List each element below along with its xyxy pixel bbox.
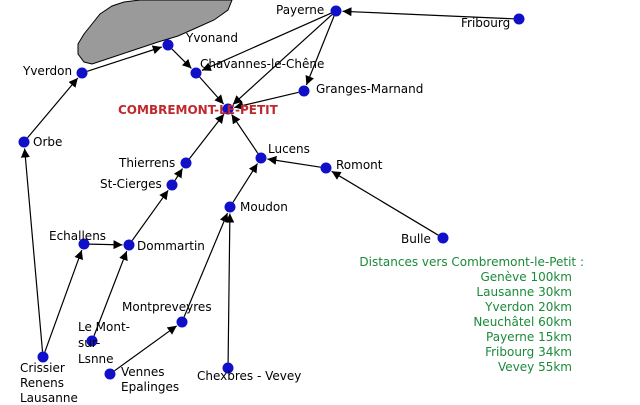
center-label-combremont: COMBREMONT-LE-PETIT xyxy=(118,103,279,117)
route-lucens-to-combremont xyxy=(231,114,259,154)
place-label-lucens: Lucens xyxy=(268,142,310,156)
place-label-chavannes: Chavannes-le-Chêne xyxy=(200,57,324,71)
town-node-yvonand xyxy=(162,39,174,51)
town-node-fribourg xyxy=(513,13,525,25)
distance-legend: Distances vers Combremont-le-Petit : Gen… xyxy=(359,255,584,374)
route-montpreveyres-to-moudon xyxy=(183,212,229,318)
town-node-dommartin xyxy=(123,239,135,251)
route-chexbres-to-moudon xyxy=(225,213,235,363)
place-label-chexbres: Chexbres - Vevey xyxy=(197,369,301,383)
place-label-lemont-line-1: Le Mont- xyxy=(78,320,130,334)
town-node-orbe xyxy=(18,136,30,148)
routes-layer xyxy=(20,7,514,372)
route-payerne-to-combremont xyxy=(232,14,333,106)
place-label-payerne: Payerne xyxy=(276,3,324,17)
town-node-vennes xyxy=(104,368,116,380)
place-label-dommartin: Dommartin xyxy=(137,239,205,253)
legend-item-payerne: Payerne 15km xyxy=(486,330,572,344)
place-label-yverdon: Yverdon xyxy=(22,64,72,78)
place-label-echallens: Echallens xyxy=(49,229,106,243)
place-label-romont: Romont xyxy=(336,158,383,172)
route-echallens-to-dommartin xyxy=(89,240,123,250)
legend-item-vevey: Vevey 55km xyxy=(498,360,572,374)
route-romont-to-lucens xyxy=(267,155,321,168)
town-node-montpreveyres xyxy=(176,316,188,328)
route-vennes-to-montpreveyres xyxy=(114,325,178,372)
place-label-stcierges: St-Cierges xyxy=(100,177,162,191)
town-node-romont xyxy=(320,162,332,174)
place-label-vennes-line-2: Epalinges xyxy=(121,380,179,394)
place-label-bulle: Bulle xyxy=(401,232,431,246)
town-node-thierrens xyxy=(180,157,192,169)
route-yvonand-to-chavannes xyxy=(171,48,192,69)
route-lemont-to-dommartin xyxy=(93,250,128,337)
legend-item-neuchatel: Neuchâtel 60km xyxy=(473,315,572,329)
route-dommartin-to-stcierges xyxy=(131,189,169,241)
route-bulle-to-romont xyxy=(331,170,439,236)
place-label-crissier: Crissier Renens Lausanne xyxy=(20,361,78,405)
town-node-moudon xyxy=(224,201,236,213)
route-payerne-to-chavannes xyxy=(201,12,332,71)
route-crissier-to-orbe xyxy=(20,148,44,352)
town-node-lemont xyxy=(86,335,98,347)
lake-shape xyxy=(77,0,233,65)
route-orbe-to-yverdon xyxy=(27,77,79,139)
place-label-lemont: Le Mont- sur- Lsnne xyxy=(78,320,134,366)
route-yverdon-to-yvonand xyxy=(87,45,162,72)
place-label-lemont-line-3: Lsnne xyxy=(78,352,114,366)
town-node-lucens xyxy=(255,152,267,164)
route-fribourg-to-payerne xyxy=(342,7,514,20)
route-crissier-to-echallens xyxy=(44,249,83,353)
place-label-thierrens: Thierrens xyxy=(118,156,175,170)
town-node-chavannes xyxy=(190,67,202,79)
legend-item-geneve: Genève 100km xyxy=(480,270,572,284)
legend-item-lausanne: Lausanne 30km xyxy=(476,285,572,299)
route-chavannes-to-combremont xyxy=(199,76,225,105)
town-node-crissier xyxy=(37,351,49,363)
town-node-stcierges xyxy=(166,179,178,191)
place-label-fribourg: Fribourg xyxy=(461,16,510,30)
legend-item-fribourg: Fribourg 34km xyxy=(485,345,572,359)
legend-item-yverdon: Yverdon 20km xyxy=(484,300,572,314)
town-node-echallens xyxy=(78,238,90,250)
legend-title: Distances vers Combremont-le-Petit : xyxy=(359,255,584,269)
town-node-payerne xyxy=(330,5,342,17)
route-payerne-to-granges xyxy=(305,15,335,86)
place-label-crissier-line-2: Renens xyxy=(20,376,64,390)
place-label-crissier-line-3: Lausanne xyxy=(20,391,78,405)
route-granges-to-combremont xyxy=(234,91,299,110)
town-node-combremont xyxy=(222,103,234,115)
place-label-lemont-line-2: sur- xyxy=(78,336,100,350)
place-label-crissier-line-1: Crissier xyxy=(20,361,65,375)
place-label-granges: Granges-Marnand xyxy=(316,82,423,96)
route-stcierges-to-thierrens xyxy=(173,168,184,181)
route-moudon-to-lucens xyxy=(232,163,259,203)
place-label-orbe: Orbe xyxy=(33,135,62,149)
town-node-yverdon xyxy=(76,67,88,79)
town-node-chexbres xyxy=(222,362,234,374)
town-node-granges xyxy=(298,85,310,97)
place-label-montpreveyres: Montpreveyres xyxy=(122,300,212,314)
place-label-yvonand: Yvonand xyxy=(185,31,238,45)
nodes-layer xyxy=(18,5,525,380)
place-label-vennes-line-1: Vennes xyxy=(121,365,165,379)
town-node-bulle xyxy=(437,232,449,244)
route-thierrens-to-combremont xyxy=(188,113,225,160)
place-label-vennes: Vennes Epalinges xyxy=(121,365,179,394)
place-label-moudon: Moudon xyxy=(240,200,288,214)
